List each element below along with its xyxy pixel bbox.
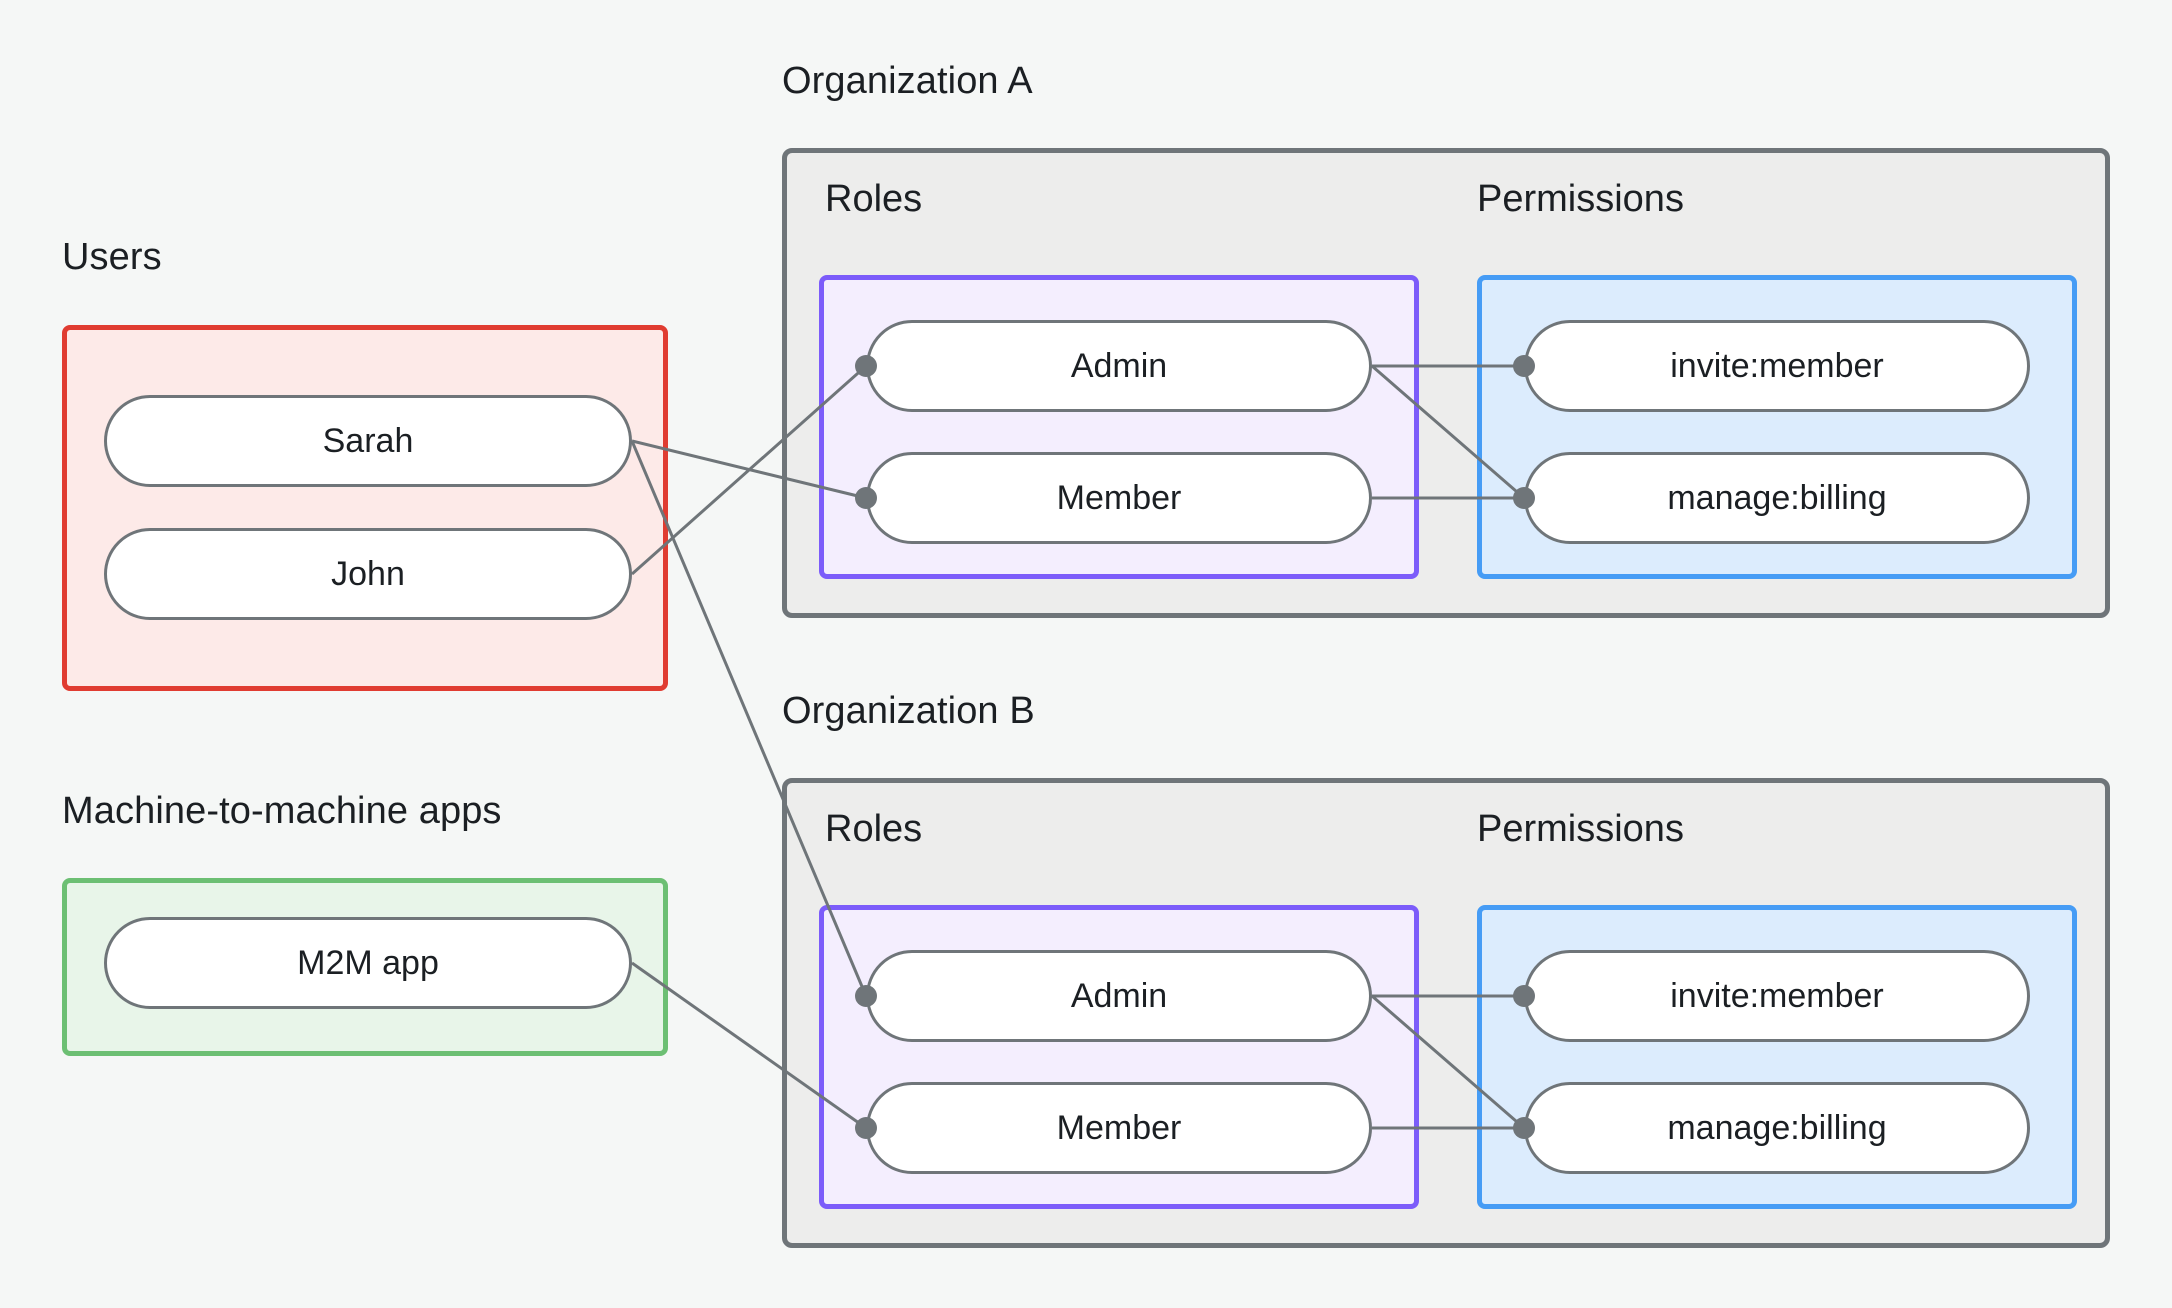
org-a-role-admin[interactable]: Admin [866,320,1372,412]
org-a-roles-label: Roles [825,178,923,220]
org-b-permission-invite-member[interactable]: invite:member [1524,950,2030,1042]
user-node-sarah[interactable]: Sarah [104,395,632,487]
org-a-container: Roles Permissions Admin Member invite:me… [782,148,2110,618]
user-node-john[interactable]: John [104,528,632,620]
org-a-permission-invite-member[interactable]: invite:member [1524,320,2030,412]
org-a-permissions-label: Permissions [1477,178,1684,220]
org-b-roles-box: Admin Member [819,905,1419,1209]
m2m-group-box: M2M app [62,878,668,1056]
m2m-node-app[interactable]: M2M app [104,917,632,1009]
users-section-title: Users [62,236,162,278]
org-b-role-member[interactable]: Member [866,1082,1372,1174]
org-b-permissions-label: Permissions [1477,808,1684,850]
org-a-title: Organization A [782,60,1033,102]
org-a-permission-manage-billing[interactable]: manage:billing [1524,452,2030,544]
users-group-box: Sarah John [62,325,668,691]
org-b-container: Roles Permissions Admin Member invite:me… [782,778,2110,1248]
org-b-permissions-box: invite:member manage:billing [1477,905,2077,1209]
org-a-permissions-box: invite:member manage:billing [1477,275,2077,579]
org-b-title: Organization B [782,690,1035,732]
org-b-roles-label: Roles [825,808,923,850]
org-a-roles-box: Admin Member [819,275,1419,579]
org-a-role-member[interactable]: Member [866,452,1372,544]
org-b-role-admin[interactable]: Admin [866,950,1372,1042]
org-b-permission-manage-billing[interactable]: manage:billing [1524,1082,2030,1174]
m2m-section-title: Machine-to-machine apps [62,790,502,832]
